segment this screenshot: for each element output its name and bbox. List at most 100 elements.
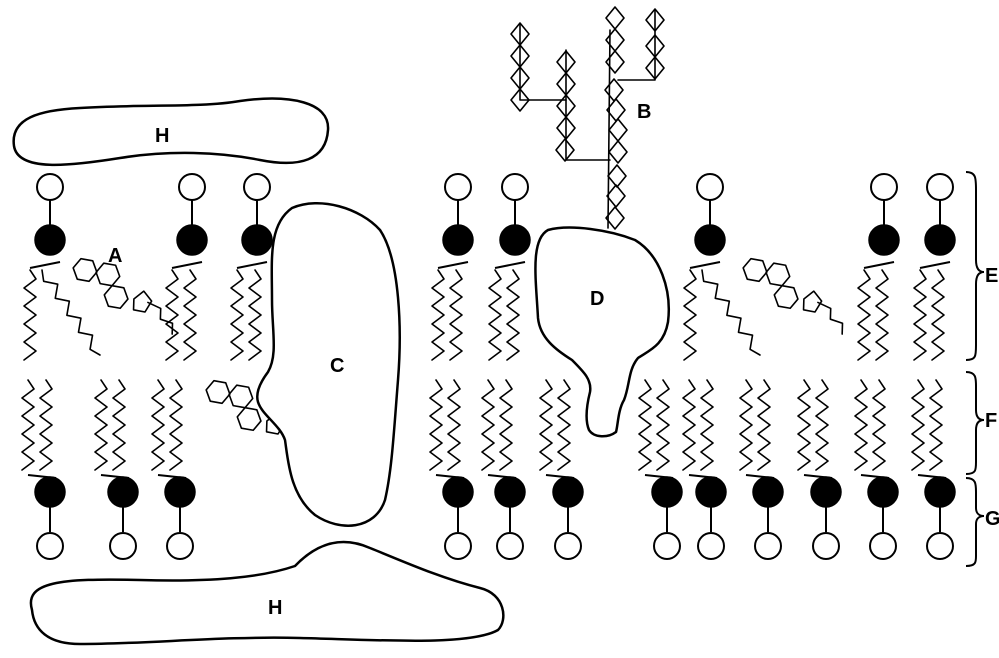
sterol-ring <box>204 377 232 407</box>
fatty-acid-tail <box>95 380 107 470</box>
head-phosphate <box>165 477 195 507</box>
phospholipid-bottom <box>95 380 138 559</box>
head-outer <box>445 174 471 200</box>
head-phosphate <box>925 225 955 255</box>
label-e: E <box>985 265 998 287</box>
sterol-tail <box>818 297 846 338</box>
cholesterol <box>71 237 176 358</box>
sterol-ring <box>102 282 130 312</box>
head-phosphate <box>242 225 272 255</box>
phospholipid-bottom <box>430 380 473 559</box>
phospholipid-top <box>684 174 760 360</box>
fatty-acid-tail <box>249 270 261 360</box>
head-outer <box>244 174 270 200</box>
glycerol <box>438 262 468 268</box>
phospholipid-bottom <box>683 380 726 559</box>
head-outer <box>445 533 471 559</box>
fatty-acid-tail <box>231 270 243 360</box>
head-phosphate <box>868 477 898 507</box>
fatty-acid-tail <box>24 270 36 360</box>
glycerol <box>864 262 894 268</box>
head-outer <box>871 174 897 200</box>
head-outer <box>497 533 523 559</box>
fatty-acid-tail <box>932 270 944 360</box>
head-outer <box>167 533 193 559</box>
sterol-ring <box>235 404 263 434</box>
phospholipid-bottom <box>639 380 682 559</box>
fatty-acid-tail <box>558 380 570 470</box>
sugar-unit <box>609 119 627 141</box>
phospholipid-top <box>432 174 473 360</box>
sugar-unit <box>606 29 624 51</box>
fatty-acid-tail <box>430 380 442 470</box>
fatty-acid-tail <box>816 380 828 470</box>
fatty-acid-tail <box>170 380 182 470</box>
fatty-acid-tail <box>684 270 696 360</box>
head-phosphate <box>925 477 955 507</box>
phospholipid-bottom <box>540 380 583 559</box>
head-phosphate <box>500 225 530 255</box>
head-phosphate <box>35 477 65 507</box>
fatty-acid-tail <box>450 270 462 360</box>
phospholipid-top <box>489 174 530 360</box>
sugar-unit <box>608 165 626 187</box>
fatty-acid-tail <box>184 270 196 360</box>
fatty-acid-tail <box>740 380 752 470</box>
glycerol <box>690 262 720 268</box>
sterol-ring <box>772 282 800 312</box>
head-phosphate <box>696 477 726 507</box>
phospholipid-bottom <box>855 380 898 559</box>
fatty-acid-tail <box>855 380 867 470</box>
sugar-unit <box>606 51 624 73</box>
phospholipid-bottom <box>798 380 841 559</box>
head-phosphate <box>811 477 841 507</box>
cholesterol <box>741 237 846 358</box>
fatty-acid-tail <box>42 270 100 355</box>
glycerol <box>237 262 267 268</box>
fatty-acid-tail <box>758 380 770 470</box>
sterol-ring <box>227 382 255 412</box>
protein-h-top <box>14 99 328 165</box>
label-a: A <box>108 245 122 267</box>
fatty-acid-tail <box>702 270 760 355</box>
bracket-f <box>966 372 984 474</box>
glycerol <box>30 262 60 268</box>
protein-h-bottom <box>31 542 503 644</box>
phospholipid-layer <box>22 174 955 559</box>
head-outer <box>179 174 205 200</box>
fatty-acid-tail <box>912 380 924 470</box>
fatty-acid-tail <box>914 270 926 360</box>
fatty-acid-tail <box>482 380 494 470</box>
fatty-acid-tail <box>40 380 52 470</box>
fatty-acid-tail <box>448 380 460 470</box>
head-outer <box>697 174 723 200</box>
fatty-acid-tail <box>152 380 164 470</box>
glycerol <box>920 262 950 268</box>
sugar-unit <box>606 7 624 29</box>
head-outer <box>927 533 953 559</box>
fatty-acid-tail <box>432 270 444 360</box>
fatty-acid-tail <box>500 380 512 470</box>
head-outer <box>654 533 680 559</box>
head-outer <box>555 533 581 559</box>
fatty-acid-tail <box>657 380 669 470</box>
fatty-acid-tail <box>930 380 942 470</box>
sugar-unit <box>609 141 627 163</box>
head-phosphate <box>177 225 207 255</box>
fatty-acid-tail <box>798 380 810 470</box>
phospholipid-bottom <box>22 380 65 559</box>
label-c: C <box>330 355 344 377</box>
fatty-acid-tail <box>858 270 870 360</box>
head-outer <box>755 533 781 559</box>
phospholipid-bottom <box>152 380 195 559</box>
glycerol <box>172 262 202 268</box>
head-outer <box>110 533 136 559</box>
label-f: F <box>985 410 997 432</box>
phospholipid-top <box>914 174 955 360</box>
phospholipid-bottom <box>482 380 525 559</box>
sugar-unit <box>556 139 574 161</box>
head-outer <box>502 174 528 200</box>
head-outer <box>37 533 63 559</box>
head-outer <box>37 174 63 200</box>
